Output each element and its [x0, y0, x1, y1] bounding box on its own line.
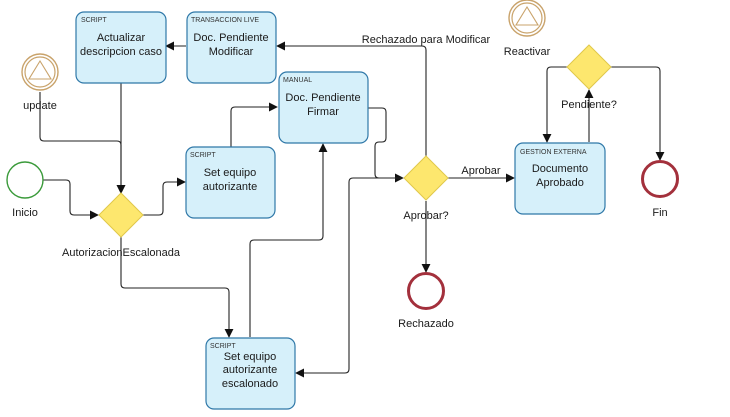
task-label-line: autorizante: [223, 364, 277, 376]
task-type-label: GESTION EXTERNA: [520, 149, 587, 156]
end-event-rechazado[interactable]: Rechazado: [398, 272, 454, 331]
event-label: Rechazado: [398, 318, 454, 330]
event-label: Inicio: [12, 207, 38, 219]
task-documento-aprobado[interactable]: GESTION EXTERNA Documento Aprobado: [514, 142, 606, 215]
start-event-inicio[interactable]: Inicio: [6, 161, 44, 219]
flow-pendiente-to-aprobado[interactable]: [542, 66, 567, 143]
task-set-equipo-escalonado[interactable]: SCRIPT Set equipo autorizante escalonado: [205, 337, 296, 410]
gateway-aprobar[interactable]: Aprobar?: [403, 155, 449, 222]
task-doc-pendiente-modificar[interactable]: TRANSACCION LIVE Doc. Pendiente Modifica…: [186, 11, 277, 84]
task-label-line: Doc. Pendiente: [193, 32, 268, 44]
signal-triangle-icon: [28, 59, 52, 80]
task-label-line: Modificar: [209, 46, 254, 58]
gateway-label: Aprobar?: [403, 210, 448, 222]
signal-triangle-icon: [515, 5, 539, 26]
task-label-line: Actualizar: [97, 32, 146, 44]
task-type-label: TRANSACCION LIVE: [191, 17, 259, 24]
gateway-pendiente[interactable]: Pendiente?: [561, 44, 617, 111]
gateway-autorizacion-escalonada[interactable]: AutorizacionEscalonada: [62, 192, 181, 259]
task-label-line: autorizante: [203, 181, 257, 193]
task-type-label: SCRIPT: [210, 343, 236, 350]
flow-set-equipo-to-firmar[interactable]: [230, 102, 278, 147]
task-type-label: SCRIPT: [81, 17, 107, 24]
event-label: Reactivar: [504, 46, 551, 58]
task-type-label: SCRIPT: [190, 152, 216, 159]
signal-start-event-reactivar[interactable]: Reactivar: [504, 0, 551, 58]
task-label-line: Set equipo: [224, 351, 277, 363]
task-actualizar-descripcion[interactable]: SCRIPT Actualizar descripcion caso: [75, 11, 167, 84]
task-label-line: Aprobado: [536, 177, 584, 189]
task-label-line: Documento: [532, 163, 588, 175]
gateway-label: AutorizacionEscalonada: [62, 247, 181, 259]
task-doc-pendiente-firmar[interactable]: MANUAL Doc. Pendiente Firmar: [278, 71, 369, 144]
task-label-line: Set equipo: [204, 167, 257, 179]
flow-pendiente-to-fin[interactable]: [611, 66, 665, 161]
flow-label-aprobar: Aprobar: [461, 165, 500, 177]
flow-aprobar-to-modificar[interactable]: [276, 41, 427, 156]
task-label-line: descripcion caso: [80, 46, 162, 58]
flow-aprobar-to-set-escalonado[interactable]: [295, 177, 403, 378]
event-label: Fin: [652, 207, 667, 219]
gateway-label: Pendiente?: [561, 99, 617, 111]
flow-escalonada-to-set-equipo[interactable]: [143, 177, 186, 216]
event-label: update: [23, 100, 57, 112]
flow-label-rechazado-modificar: Rechazado para Modificar: [362, 34, 491, 46]
task-set-equipo-autorizante[interactable]: SCRIPT Set equipo autorizante: [185, 146, 276, 219]
flow-escalonada-to-set-escalonado[interactable]: [120, 237, 234, 338]
task-label-line: Doc. Pendiente: [285, 92, 360, 104]
flow-set-escalonado-to-firmar[interactable]: [249, 143, 328, 337]
flow-firmar-to-aprobar[interactable]: [368, 107, 404, 183]
task-label-line: Firmar: [307, 106, 339, 118]
sequence-flows: Rechazado para Modificar Aprobar: [39, 34, 665, 378]
task-type-label: MANUAL: [283, 77, 312, 84]
end-event-fin[interactable]: Fin: [641, 160, 679, 220]
flow-inicio-to-escalonada[interactable]: [43, 179, 99, 220]
signal-start-event-update[interactable]: update: [21, 53, 59, 112]
task-label-line: escalonado: [222, 378, 278, 390]
